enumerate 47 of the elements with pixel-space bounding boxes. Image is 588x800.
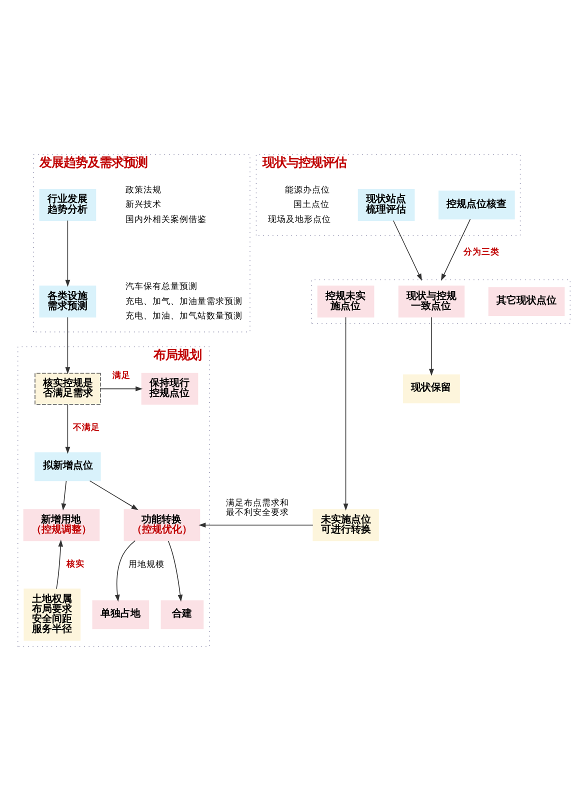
node-label: 现场及地形点位 [268,214,331,224]
arrow [343,316,348,510]
node-label: 新兴技术 [125,200,162,210]
node-label: 政策法规 [125,184,162,195]
node-label: 充电、加油、加气站数量预测 [125,311,242,322]
arrow [89,480,138,510]
node-label: 能源办点位 [285,184,330,195]
node-box: 拟新增点位 [34,452,101,481]
edge-label: 用地规模 [128,560,164,570]
edge-label: 分为三类 [463,247,500,258]
node-label: 汽车保有总量预测 [125,281,198,292]
arrow [168,540,183,602]
node-box: 控规点位核查 [438,190,515,219]
node-label: 充电、加气、加油量需求预测 [125,296,242,306]
node-box: 行业发展趋势分析 [39,188,96,220]
node-label: 国土点位 [294,200,330,210]
arrow [65,220,70,286]
node-box: 现状站点梳理评估 [358,188,415,220]
edge-label: 满足 [112,370,130,380]
node-box: 现状与控规一致点位 [398,285,465,318]
node-box: 未实施点位可进行转换 [312,508,379,541]
arrow [65,404,70,454]
arrow [100,386,143,391]
node-box: 土地权属 布局要求 安全间距 服务半径 [24,588,81,640]
cluster [311,278,571,324]
arrow [61,480,67,510]
node-box: 控规未实施点位 [317,285,374,318]
arrow [429,316,434,376]
arrow [56,539,64,589]
edge-label: 核实 [66,558,85,569]
arrow [392,220,422,280]
node-box: 现状保留 [403,374,460,403]
node-box: 保持现行控规点位 [141,372,198,404]
edge-label: 不满足 [73,422,100,432]
node-box: 合建 [160,600,204,629]
arrow [198,522,314,528]
node-box: 功能转换 （控规优化） [124,508,200,541]
node-label: 国内外相关案例借鉴 [125,214,206,224]
node-box: 核实控规是否满足需求 [34,372,101,404]
edge-label: 满足布点需求和最不利安全要求 [226,498,290,518]
node-box: 新增用地 （控规调整） [23,508,100,541]
arrow [65,316,70,374]
node-box: 单独占地 [92,600,150,629]
node-box: 其它现状点位 [488,286,565,316]
arrow [440,218,471,280]
arrow [114,540,136,602]
node-box: 各类设施需求预测 [39,285,96,318]
